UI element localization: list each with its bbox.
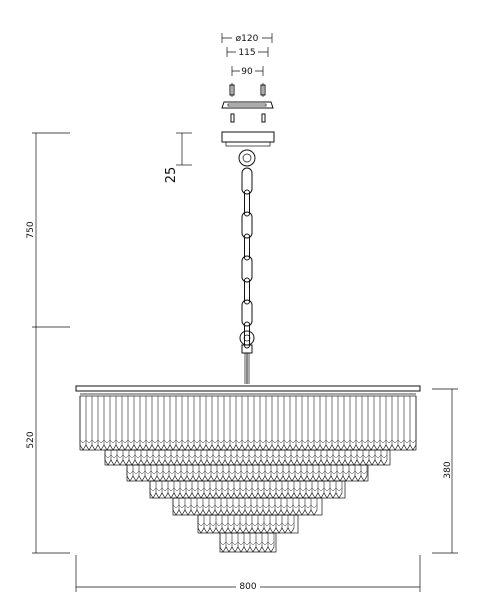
chain-link xyxy=(244,189,250,217)
crystal-tier xyxy=(219,532,277,553)
crystal-tier xyxy=(79,395,417,451)
crystal-tier xyxy=(197,514,299,534)
chain-link xyxy=(241,167,253,195)
canopy-inner-dimension: 90 xyxy=(241,67,253,77)
chain-link xyxy=(241,299,253,327)
chain-link xyxy=(241,211,253,239)
hook-ring xyxy=(239,330,255,384)
canopy-height-dimension: 25 xyxy=(164,132,192,184)
crystal-tier xyxy=(149,480,346,499)
chain xyxy=(238,149,256,349)
bottom-dimension: 800 xyxy=(75,555,421,592)
chain-length-label: 750 xyxy=(26,221,36,238)
chain-link xyxy=(244,233,250,261)
body-height-label: 520 xyxy=(26,431,36,448)
crystal-tier xyxy=(126,464,369,482)
chain-link xyxy=(244,321,250,349)
canopy-mid-dimension: 115 xyxy=(238,48,255,58)
chain-link xyxy=(244,277,250,305)
right-dimension: 380 xyxy=(432,388,458,554)
crystal-tiers xyxy=(79,395,417,553)
crystal-height-label: 380 xyxy=(443,461,453,478)
width-label: 800 xyxy=(239,582,256,592)
canopy xyxy=(221,131,275,147)
left-dimensions: 750 520 xyxy=(26,132,70,554)
crystal-tier xyxy=(172,497,323,516)
frame-ring xyxy=(75,385,421,395)
chain-link xyxy=(241,255,253,283)
canopy-height-label: 25 xyxy=(164,167,179,184)
canopy-outer-dimension: ø120 xyxy=(236,34,259,44)
crystal-tier xyxy=(104,449,391,466)
canopy-dimensions: ø120 115 90 xyxy=(221,32,273,77)
mounting-bracket xyxy=(221,83,274,123)
